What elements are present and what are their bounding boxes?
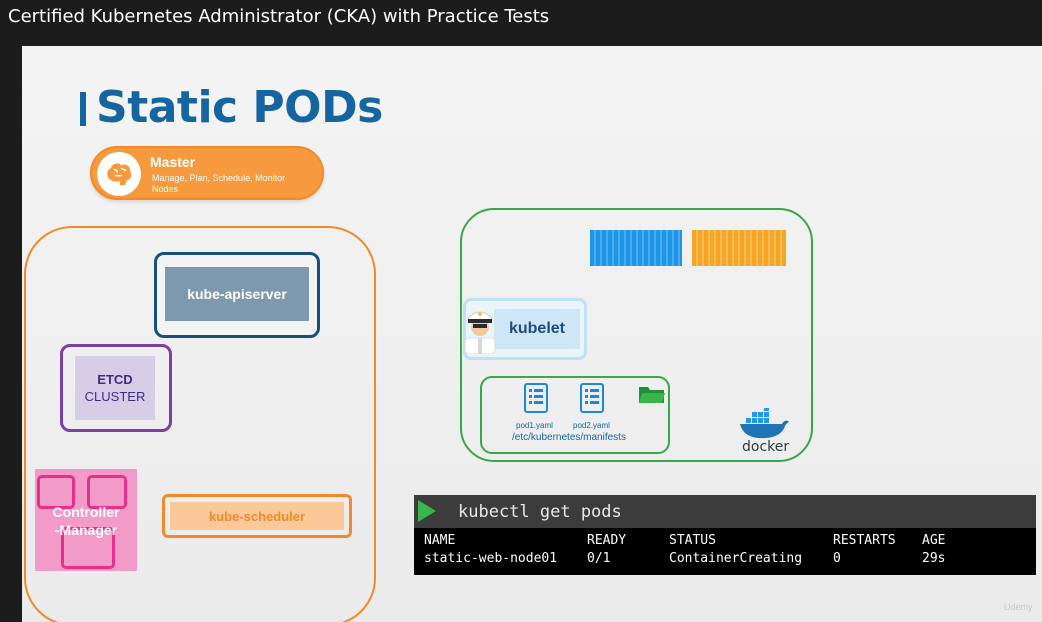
- controller-square: [37, 475, 75, 509]
- col-header-restarts: RESTARTS: [833, 533, 896, 548]
- terminal-command-bar: kubectl get pods: [414, 495, 1036, 528]
- container-orange-icon: [692, 230, 786, 266]
- slide: Static PODs Master Manage, Plan, Schedul…: [22, 46, 1042, 622]
- pod-restarts-cell: 0: [833, 551, 841, 566]
- container-blue-icon: [590, 230, 682, 266]
- controller-manager-box: Controller -Manager: [35, 469, 137, 571]
- docker-label: docker: [742, 439, 790, 455]
- kube-scheduler-box: kube-scheduler: [162, 494, 352, 538]
- etcd-label: ETCD: [97, 372, 133, 387]
- pod2-file-label: pod2.yaml: [573, 421, 610, 430]
- pod-ready-cell: 0/1: [587, 551, 611, 566]
- controller-label-line2: -Manager: [54, 522, 118, 538]
- pod-name-cell: static-web-node01: [424, 551, 558, 566]
- kubelet-box: kubelet: [463, 298, 587, 360]
- manifest-folder-box: pod1.yaml pod2.yaml /etc/kubernetes/mani…: [480, 376, 670, 454]
- terminal-command: kubectl get pods: [458, 502, 622, 522]
- col-header-name: NAME: [424, 533, 456, 548]
- terminal-output: NAME READY STATUS RESTARTS AGE static-we…: [414, 528, 1036, 575]
- master-node-label: Master Manage, Plan, Schedule, Monitor N…: [90, 146, 324, 200]
- slide-heading: Static PODs: [96, 82, 383, 133]
- play-icon: [418, 500, 436, 522]
- controller-manager-label: Controller -Manager: [35, 503, 137, 539]
- window-title: Certified Kubernetes Administrator (CKA)…: [8, 6, 550, 27]
- worker-node-box: [460, 208, 813, 462]
- udemy-watermark: Udemy: [1004, 602, 1033, 612]
- pod-status-cell: ContainerCreating: [669, 551, 803, 566]
- left-margin: [0, 46, 22, 622]
- title-bar: Certified Kubernetes Administrator (CKA)…: [0, 0, 1042, 46]
- pod2-file-icon: [580, 383, 604, 413]
- kubelet-label: kubelet: [494, 309, 580, 349]
- col-header-age: AGE: [922, 533, 946, 548]
- terminal-panel: kubectl get pods NAME READY STATUS RESTA…: [414, 495, 1036, 575]
- pod1-file-icon: [524, 383, 548, 413]
- controller-square: [61, 527, 115, 569]
- master-subtitle: Manage, Plan, Schedule, Monitor Nodes: [152, 173, 286, 194]
- captain-icon: [464, 311, 496, 354]
- col-header-ready: READY: [587, 533, 627, 548]
- kube-apiserver-box: kube-apiserver: [154, 252, 320, 338]
- controller-label-line1: Controller: [52, 504, 120, 520]
- manifest-path: /etc/kubernetes/manifests: [512, 432, 626, 443]
- folder-icon: [639, 387, 665, 403]
- controller-square: [87, 475, 127, 509]
- etcd-cluster-box: ETCD CLUSTER: [60, 344, 172, 432]
- pod1-file-label: pod1.yaml: [516, 421, 553, 430]
- master-title: Master: [150, 154, 196, 170]
- kube-scheduler-label: kube-scheduler: [170, 502, 344, 530]
- docker-whale-icon: [740, 408, 789, 439]
- kube-apiserver-label: kube-apiserver: [165, 267, 309, 321]
- heading-accent-bar: [80, 92, 86, 126]
- cluster-label: CLUSTER: [84, 389, 146, 404]
- master-node-box: [24, 226, 376, 622]
- col-header-status: STATUS: [669, 533, 716, 548]
- etcd-cluster-fill: ETCD CLUSTER: [75, 356, 155, 420]
- brain-icon: [97, 152, 141, 196]
- pod-age-cell: 29s: [922, 551, 946, 566]
